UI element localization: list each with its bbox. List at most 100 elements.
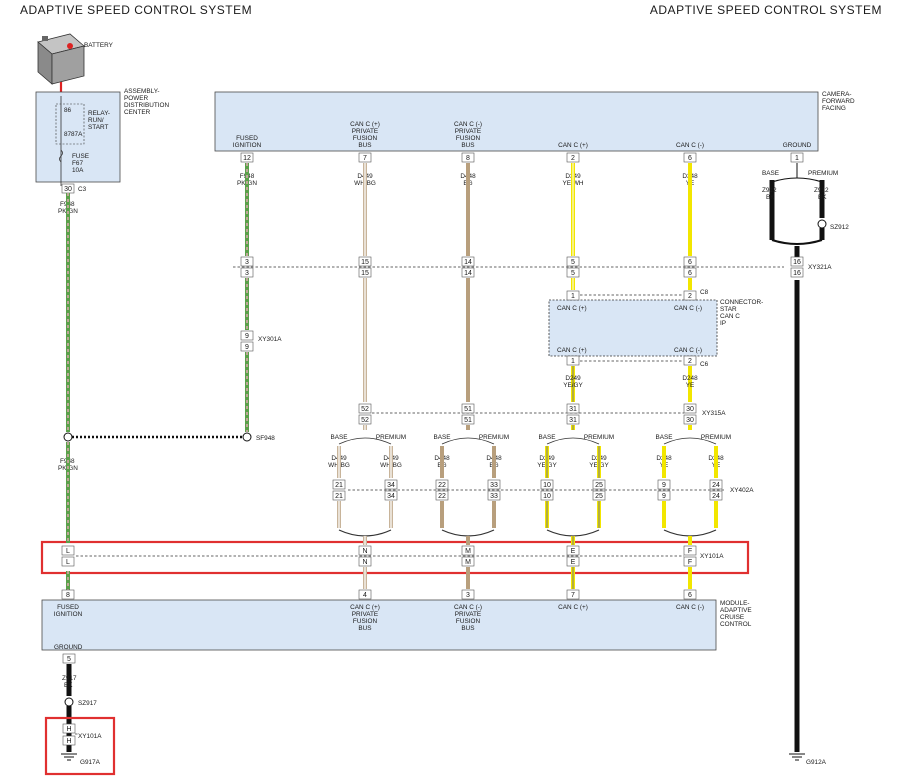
xy321a-label: XY321A [808,264,832,271]
g912a-label: G912A [806,759,827,766]
acc-ground-pin: 5 [67,656,71,663]
camera-pin-label-5: GROUND [783,142,812,149]
xy101a-pin-1-b: N [362,559,367,566]
variant-premium-pin-2-a: 25 [595,482,603,489]
camera-module-box [214,91,819,152]
xy101a-pin-3-b: E [571,559,576,566]
ground-icon-g912a [789,753,805,761]
acc-pin-label-1: BUS [358,625,371,632]
variant-premium-pin-0-a: 34 [387,482,395,489]
xy321a-pin-1-a: 15 [361,259,369,266]
variant-premium-label-0: PREMIUM [376,434,406,441]
xy101a-pin-4-b: F [688,559,692,566]
sz912-label: SZ912 [830,224,849,231]
header-left-title: ADAPTIVE SPEED CONTROL SYSTEM [20,3,252,17]
sf948-splice [242,432,252,442]
camera-pin-0: 12 [243,155,251,162]
xy321a-pin-1-b: 15 [361,270,369,277]
variant-premium-pin-1-a: 33 [490,482,498,489]
xy315a-pin-3-b: 30 [686,417,694,424]
acc-pin-label-1: CAN C (+) [350,604,380,611]
xy315a-pin-2-b: 31 [569,417,577,424]
pdc-name: ASSEMBLY- POWER DISTRIBUTION CENTER [124,88,171,116]
xy321a-pin-4-b: 6 [688,270,692,277]
ground-premium-label: PREMIUM [808,170,838,177]
star-top-pin-0: 1 [571,293,575,300]
battery-label: BATTERY [84,42,114,49]
acc-pin-label-0: FUSED [57,604,79,611]
battery-icon [37,33,85,85]
variant-premium-label-2: PREMIUM [584,434,614,441]
acc-pin-label-0: IGNITION [54,611,83,618]
camera-pin-label-2: CAN C (-) [454,121,482,128]
relay-symbol [55,103,85,145]
xy101a-ground-pin-bottom: H [66,738,71,745]
xy321a-pin-3-b: 5 [571,270,575,277]
connector-star-name: CONNECTOR- STAR CAN C IP [720,299,765,327]
star-wire-circuit-0: D249 [565,375,581,382]
variant-base-label-1: BASE [433,434,450,441]
xy101a-pin-4-a: F [688,548,692,555]
variant-base-pin-3-b: 9 [662,493,666,500]
pdc-pin: 30 [64,186,72,193]
variant-base-pin-3-a: 9 [662,482,666,489]
acc-pin-label-4: CAN C (-) [676,604,704,611]
ground-base-label: BASE [762,170,779,177]
camera-pin-label-0: IGNITION [233,142,262,149]
xy101a-pin-1-a: N [362,548,367,555]
fuse-label: FUSE F67 10A [72,153,91,174]
camera-name: CAMERA- FORWARD FACING [822,91,856,112]
xy301a-pin-a: 9 [245,333,249,340]
xy101a-pin-2-a: M [465,548,471,555]
acc-pin-label-2: FUSION [456,618,481,625]
star-top-label-pos: CAN C (+) [557,305,587,312]
left-splice [63,432,73,442]
star-wire-color-1: YE [686,382,695,389]
acc-pin-3: 7 [571,592,575,599]
acc-pin-1: 4 [363,592,367,599]
highlight-xy101a [40,540,750,575]
variant-premium-label-1: PREMIUM [479,434,509,441]
relay-pin-86: 86 [64,107,72,114]
relay-pin-87: 87 [64,131,72,138]
star-wire-circuit-1: D248 [682,375,698,382]
camera-pin-label-4: CAN C (-) [676,142,704,149]
xy321a-pin-2-b: 14 [464,270,472,277]
xy321a-pin-ground-a: 16 [793,259,801,266]
pdc-connector: C3 [78,186,87,193]
camera-pin-label-0: FUSED [236,135,258,142]
star-bottom-pin-0: 1 [571,358,575,365]
acc-pin-label-1: PRIVATE [352,611,378,618]
star-bottom-label-pos: CAN C (+) [557,347,587,354]
variant-base-pin-1-b: 22 [438,493,446,500]
xy315a-label: XY315A [702,410,726,417]
sz917-splice [64,697,74,707]
variant-base-pin-0-b: 21 [335,493,343,500]
acc-pin-label-2: BUS [461,625,474,632]
variant-base-label-0: BASE [330,434,347,441]
sf948-label: SF948 [256,435,275,442]
star-bottom-label-neg: CAN C (-) [674,347,702,354]
header-right-title: ADAPTIVE SPEED CONTROL SYSTEM [650,3,882,17]
xy321a-pin-a: 3 [245,259,249,266]
camera-pin-label-1: PRIVATE [352,128,378,135]
xy101a-pin-3-a: E [571,548,576,555]
highlight-ground-g917a [44,716,116,776]
camera-pin-label-2: BUS [461,142,474,149]
acc-pin-label-3: CAN C (+) [558,604,588,611]
xy321a-pin-2-a: 14 [464,259,472,266]
variant-premium-pin-0-b: 34 [387,493,395,500]
xy315a-pin-0-b: 52 [361,417,369,424]
relay-name: RELAY- RUN/ START [88,110,112,131]
star-c8: C8 [700,289,709,296]
variant-premium-pin-3-a: 24 [712,482,720,489]
ground-base-wire: Z912 BK [762,187,778,201]
fuse-icon [59,149,63,163]
variant-base-pin-2-a: 10 [543,482,551,489]
relay-pin-87a: 87A [71,131,83,138]
camera-pin-label-2: FUSION [456,135,481,142]
xy321a-pin-4-a: 6 [688,259,692,266]
acc-ground-label: GROUND [54,644,83,651]
acc-pin-label-2: CAN C (-) [454,604,482,611]
